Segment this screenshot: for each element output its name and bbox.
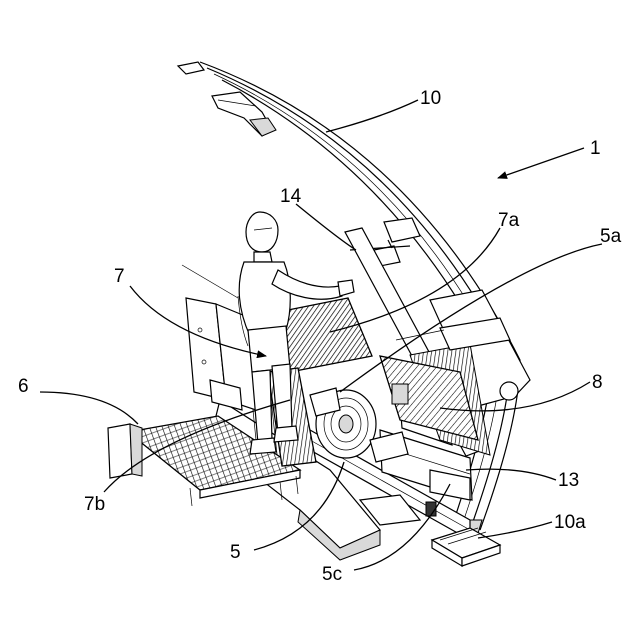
label-10a: 10a [554,512,586,533]
label-5: 5 [230,542,241,563]
label-5c: 5c [322,564,342,585]
label-10: 10 [420,88,441,109]
label-7b: 7b [84,494,105,515]
deck-plate-10a [432,528,500,566]
label-7a: 7a [498,210,520,231]
label-7: 7 [114,266,125,287]
label-5a: 5a [600,226,622,247]
label-14: 14 [280,186,302,207]
label-1: 1 [590,138,601,159]
label-8: 8 [592,372,603,393]
leader-10 [326,100,418,132]
leader-10a [478,522,552,538]
leader-14 [296,204,356,250]
leader-1-arrow [498,148,584,178]
label-13: 13 [558,470,579,491]
leader-6 [40,392,138,424]
label-6: 6 [18,376,29,397]
